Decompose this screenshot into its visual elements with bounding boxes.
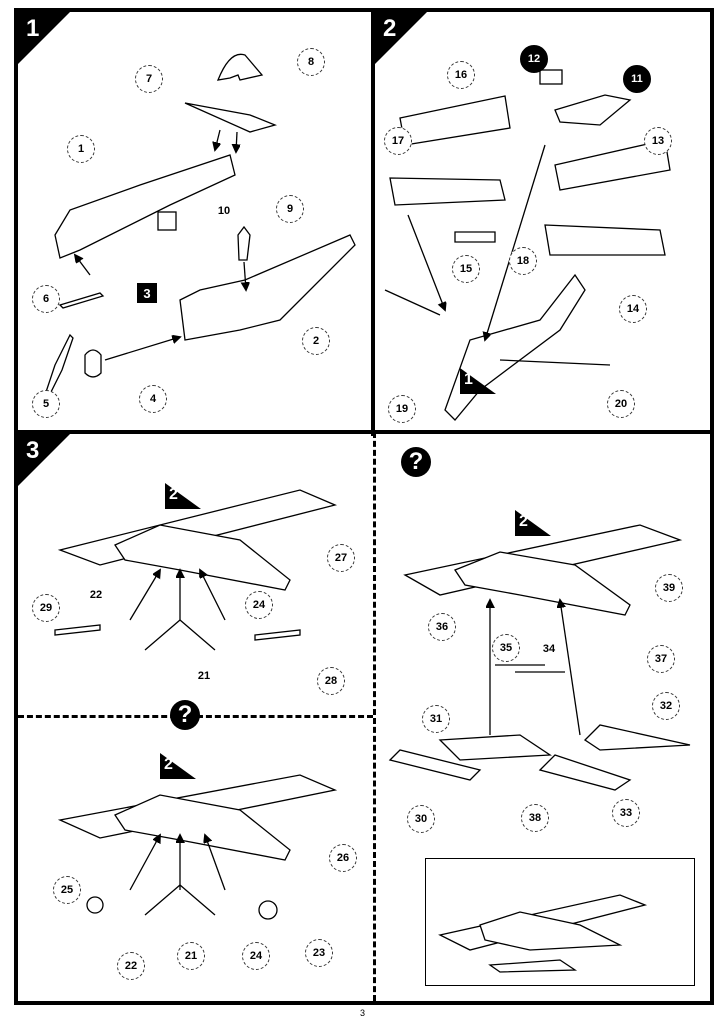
part-17-wing	[389, 177, 506, 206]
part-32-float	[583, 724, 691, 751]
aircraft-fuselage	[454, 551, 631, 616]
callout-12: 12	[520, 45, 548, 73]
part-5-propeller	[44, 333, 74, 400]
divider-vertical-top	[371, 8, 375, 436]
part-1-fuselage-half	[54, 154, 236, 259]
callout-21: 21	[177, 942, 205, 970]
callout-16: 16	[447, 61, 475, 89]
part-aircraft-fuselage	[444, 273, 586, 421]
callout-22: 22	[82, 581, 110, 609]
flag-number: 2	[519, 513, 528, 530]
part-16-wing	[399, 95, 511, 146]
part-6	[58, 292, 105, 309]
page-frame	[14, 8, 714, 1005]
callout-35: 35	[492, 634, 520, 662]
callout-24: 24	[242, 942, 270, 970]
panel-float-parts	[388, 524, 691, 791]
callout-31: 31	[422, 705, 450, 733]
step-number: 3	[26, 437, 40, 464]
part-12	[539, 69, 563, 85]
callout-5: 5	[32, 390, 60, 418]
callout-21: 21	[190, 662, 218, 690]
callout-20: 20	[607, 390, 635, 418]
callout-34: 34	[535, 635, 563, 663]
callout-17: 17	[384, 127, 412, 155]
part-11	[554, 94, 632, 126]
flag-number: 1	[464, 371, 473, 388]
panel3-alt-parts	[57, 774, 338, 920]
step-number: 2	[383, 15, 397, 42]
completed-model-inset	[425, 858, 695, 986]
callout-6: 6	[32, 285, 60, 313]
callout-10: 10	[210, 197, 238, 225]
callout-37: 37	[647, 645, 675, 673]
callout-30: 30	[407, 805, 435, 833]
part-10	[157, 211, 177, 231]
divider-horizontal	[14, 430, 710, 434]
part-2-fuselage-half	[179, 234, 356, 341]
callout-25: 25	[53, 876, 81, 904]
callout-33: 33	[612, 799, 640, 827]
aircraft-fuselage	[114, 524, 291, 591]
callout-26: 26	[329, 844, 357, 872]
panel3-parts	[54, 489, 338, 651]
part-30-float	[388, 749, 482, 781]
callout-8: 8	[297, 48, 325, 76]
callout-15: 15	[452, 255, 480, 283]
option-question-icon: ?	[401, 447, 431, 477]
part-28-ski	[254, 629, 301, 641]
part-15	[454, 231, 496, 243]
inset-completed-floatplane	[438, 894, 648, 973]
callout-38: 38	[521, 804, 549, 832]
callout-39: 39	[655, 574, 683, 602]
part-31-float	[438, 734, 552, 761]
part-7-tailplane	[184, 102, 278, 133]
part-13-wing	[554, 139, 671, 191]
ref-step-3-badge: 3	[137, 283, 157, 303]
callout-22: 22	[117, 952, 145, 980]
callout-9: 9	[276, 195, 304, 223]
panel1-parts	[44, 53, 356, 400]
callout-32: 32	[652, 692, 680, 720]
flag-number: 2	[164, 756, 173, 773]
part-29-ski	[54, 624, 101, 636]
callout-13: 13	[644, 127, 672, 155]
flag-number: 2	[169, 486, 178, 503]
callout-24: 24	[245, 591, 273, 619]
callout-29: 29	[32, 594, 60, 622]
callout-28: 28	[317, 667, 345, 695]
panel2-parts	[384, 69, 671, 421]
callout-11: 11	[623, 65, 651, 93]
step-number: 1	[26, 15, 40, 42]
aircraft-fuselage	[114, 794, 291, 861]
part-8-fin	[216, 53, 264, 81]
callout-14: 14	[619, 295, 647, 323]
callout-4: 4	[139, 385, 167, 413]
callout-36: 36	[428, 613, 456, 641]
callout-1: 1	[67, 135, 95, 163]
part-33-float	[538, 754, 632, 791]
divider-dashed-vertical	[373, 432, 376, 1001]
callout-23: 23	[305, 939, 333, 967]
option-question-icon: ?	[170, 700, 200, 730]
callout-2: 2	[302, 327, 330, 355]
part-23-wheel	[258, 900, 278, 920]
callout-7: 7	[135, 65, 163, 93]
part-21-gear	[144, 619, 216, 651]
page-number: 3	[360, 1008, 366, 1018]
callout-18: 18	[509, 247, 537, 275]
callout-27: 27	[327, 544, 355, 572]
part-25-wheel	[86, 896, 104, 914]
part-9-pilot	[237, 225, 251, 261]
callout-19: 19	[388, 395, 416, 423]
part-14-wing	[544, 224, 666, 256]
part-4-nose	[84, 349, 102, 378]
